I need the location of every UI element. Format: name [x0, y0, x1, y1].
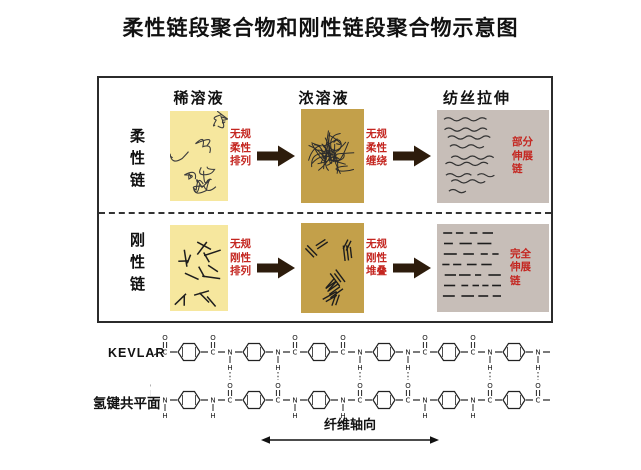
column-header-concentrated: 浓溶液 — [298, 90, 350, 107]
arrow-icon — [393, 257, 431, 279]
svg-text:O: O — [227, 382, 233, 390]
row-label-rigid-chain: 刚性链 — [129, 232, 145, 293]
svg-text:H: H — [162, 412, 167, 420]
svg-text:O: O — [210, 334, 216, 342]
svg-text:C: C — [471, 349, 476, 357]
svg-text:C: C — [341, 349, 346, 357]
svg-text:N: N — [227, 349, 232, 357]
svg-text:N: N — [357, 349, 362, 357]
rigid-concentrated-drawing — [304, 238, 353, 306]
svg-text:C: C — [488, 397, 493, 405]
flexible-concentrated-panel — [301, 109, 364, 203]
flexible-stretched-label: 部分伸展链 — [512, 136, 533, 176]
rigid-dilute-drawing — [174, 241, 221, 307]
rigid-dilute-label: 无规刚性排列 — [230, 238, 251, 278]
arrow-icon — [257, 145, 295, 167]
flexible-dilute-drawing — [170, 111, 228, 194]
svg-text:H: H — [405, 364, 410, 372]
flexible-concentrated-drawing — [308, 130, 355, 175]
svg-text:C: C — [276, 397, 281, 405]
svg-text:O: O — [340, 334, 346, 342]
svg-text:O: O — [405, 382, 411, 390]
svg-text:H: H — [340, 412, 345, 420]
rigid-concentrated-panel — [301, 223, 364, 313]
arrow-icon — [393, 145, 431, 167]
rigid-dilute-panel — [170, 225, 228, 311]
rigid-stretched-label: 完全伸展链 — [510, 247, 531, 287]
flexible-dilute-label: 无规柔性排列 — [230, 128, 251, 168]
column-header-spin-stretch: 纺丝拉伸 — [442, 90, 511, 107]
flexible-stretched-panel: 部分伸展链 — [437, 110, 549, 203]
svg-text:N: N — [487, 349, 492, 357]
svg-text:H: H — [210, 412, 215, 420]
page-title: 柔性链段聚合物和刚性链段聚合物示意图 — [122, 17, 519, 40]
svg-text:H: H — [357, 364, 362, 372]
flexible-concentrated-label: 无规柔性缠绕 — [366, 128, 387, 168]
svg-text:C: C — [406, 397, 411, 405]
svg-text:H: H — [292, 412, 297, 420]
svg-text:C: C — [211, 349, 216, 357]
svg-text:O: O — [535, 382, 541, 390]
svg-text:O: O — [275, 382, 281, 390]
fiber-axis: 纤维轴向 — [260, 414, 440, 445]
svg-text:C: C — [163, 349, 168, 357]
column-header-dilute: 稀溶液 — [173, 90, 225, 107]
svg-text:N: N — [535, 349, 540, 357]
svg-text:H: H — [470, 412, 475, 420]
svg-text:N: N — [470, 397, 475, 405]
rigid-stretched-panel: 完全伸展链 — [437, 224, 549, 312]
svg-text:O: O — [162, 334, 168, 342]
fiber-axis-label: 纤维轴向 — [323, 417, 376, 432]
arrow-icon — [257, 257, 295, 279]
svg-text:N: N — [405, 349, 410, 357]
svg-text:O: O — [150, 382, 151, 390]
dashed-row-divider — [99, 212, 551, 214]
svg-text:O: O — [470, 334, 476, 342]
svg-text:H: H — [487, 364, 492, 372]
svg-text:C: C — [536, 397, 541, 405]
svg-text:H: H — [227, 364, 232, 372]
svg-text:C: C — [150, 397, 151, 405]
kevlar-structure: COCONHNHCOCONHNHCOCONHNHCOCONHNHCOCONHNH… — [150, 334, 550, 420]
svg-text:N: N — [275, 349, 280, 357]
svg-text:N: N — [422, 397, 427, 405]
svg-text:N: N — [292, 397, 297, 405]
flexible-dilute-panel — [170, 111, 228, 201]
svg-text:O: O — [422, 334, 428, 342]
svg-text:O: O — [487, 382, 493, 390]
svg-text:O: O — [292, 334, 298, 342]
rigid-stretched-drawing — [442, 232, 501, 297]
svg-text:N: N — [162, 397, 167, 405]
svg-text:N: N — [210, 397, 215, 405]
svg-text:H: H — [535, 364, 540, 372]
svg-text:C: C — [423, 349, 428, 357]
kevlar-label: KEVLAR — [108, 346, 166, 360]
hydrogen-bond-label: 氢键共平面 — [93, 396, 161, 411]
row-label-flexible-chain: 柔性链 — [129, 128, 145, 189]
svg-text:N: N — [340, 397, 345, 405]
rigid-concentrated-label: 无规刚性堆叠 — [366, 238, 387, 278]
diagram-box: 稀溶液 浓溶液 纺丝拉伸 柔性链 刚性链 无规柔性排列 无规柔性缠绕 部分伸展链… — [97, 76, 553, 323]
svg-text:O: O — [357, 382, 363, 390]
svg-text:H: H — [275, 364, 280, 372]
flexible-stretched-drawing — [443, 116, 495, 193]
svg-text:C: C — [293, 349, 298, 357]
svg-text:H: H — [422, 412, 427, 420]
svg-text:C: C — [228, 397, 233, 405]
double-arrow-icon — [261, 436, 439, 444]
svg-text:C: C — [358, 397, 363, 405]
